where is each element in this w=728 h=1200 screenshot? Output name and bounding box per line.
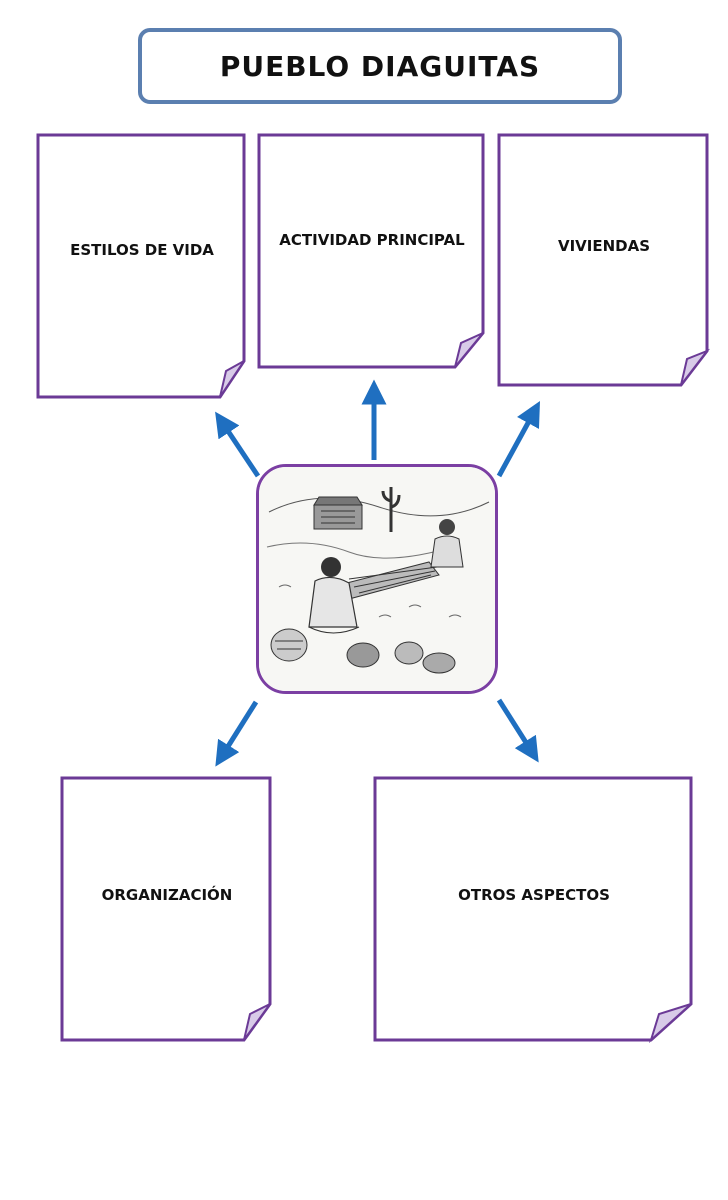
card-frame: [257, 133, 485, 369]
page-title: PUEBLO DIAGUITAS: [219, 49, 541, 83]
card-actividad-principal: ACTIVIDAD PRINCIPAL: [257, 133, 487, 369]
card-label: VIVIENDAS: [557, 237, 651, 255]
card-frame: [36, 133, 246, 399]
card-estilos-de-vida: ESTILOS DE VIDA: [36, 133, 248, 401]
title-box: PUEBLO DIAGUITAS: [138, 28, 622, 104]
card-frame: [373, 776, 693, 1044]
card-viviendas: VIVIENDAS: [497, 133, 711, 389]
arrow-to-otros: [496, 698, 539, 763]
center-image-frame: [256, 464, 498, 694]
arrow-to-viviendas: [496, 401, 540, 478]
card-frame: [60, 776, 272, 1042]
card-frame: [497, 133, 711, 387]
card-label: ACTIVIDAD PRINCIPAL: [279, 231, 465, 249]
card-otros-aspectos: OTROS ASPECTOS: [373, 776, 695, 1044]
card-label: OTROS ASPECTOS: [458, 886, 610, 904]
card-organizacion: ORGANIZACIÓN: [60, 776, 274, 1044]
card-label: ORGANIZACIÓN: [101, 886, 233, 904]
weaving-scene-illustration: [259, 467, 495, 691]
arrow-to-estilos: [215, 411, 261, 478]
card-label: ESTILOS DE VIDA: [70, 241, 214, 259]
arrow-to-organizacion: [215, 700, 259, 767]
